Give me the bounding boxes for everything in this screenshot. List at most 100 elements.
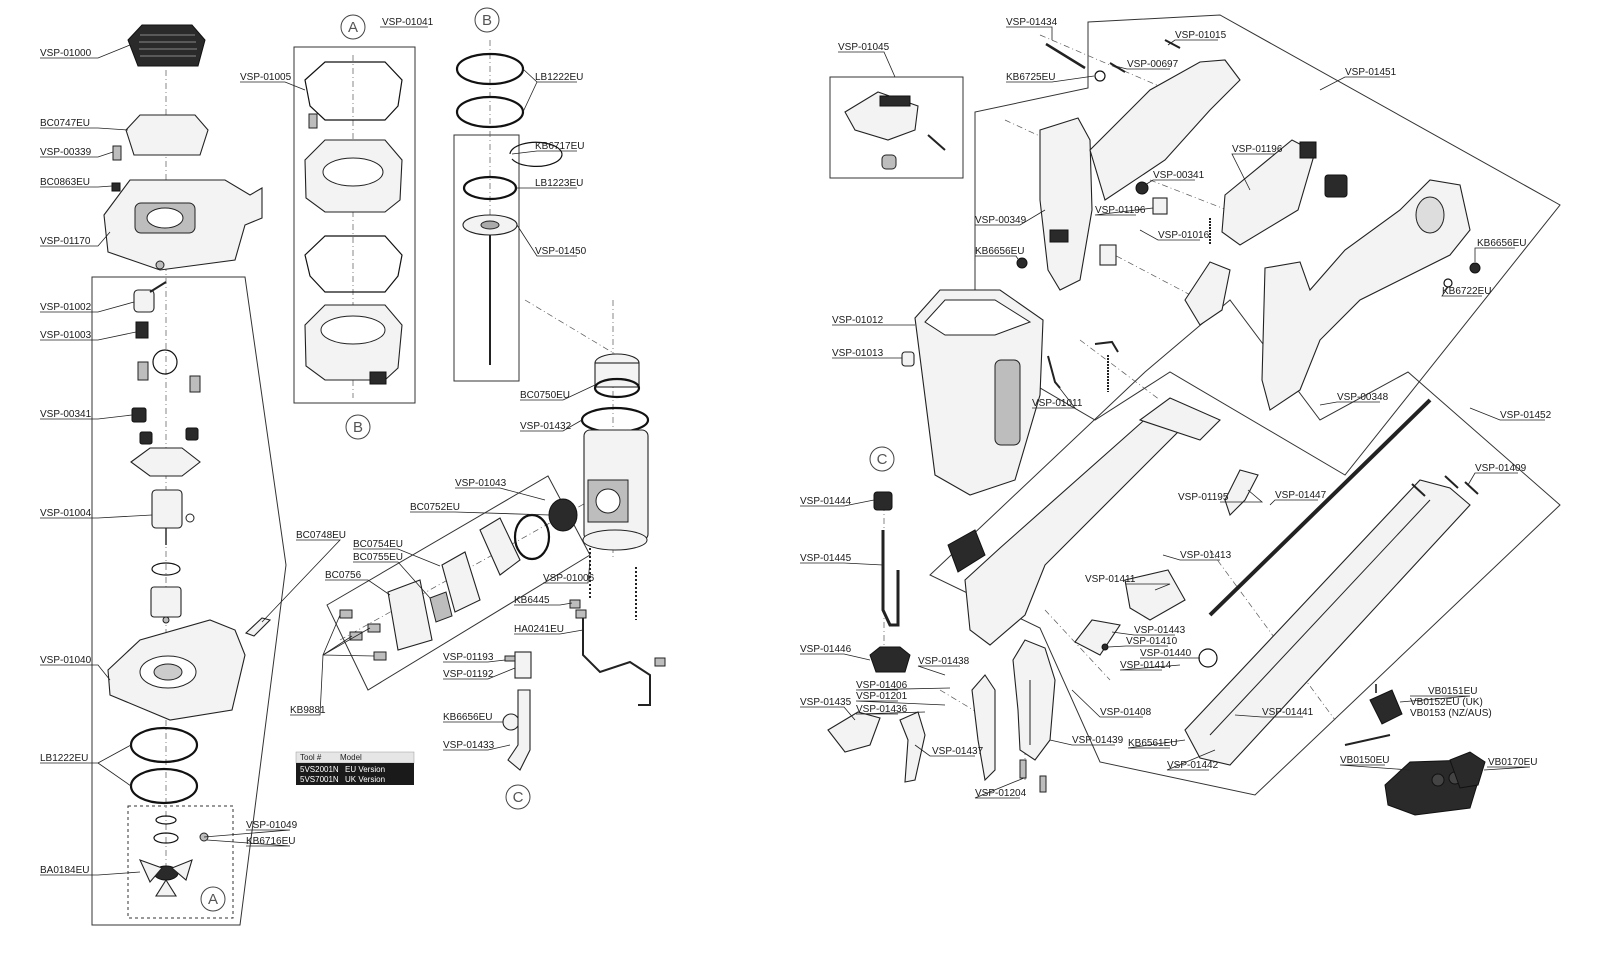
part-label: VB0152EU (UK) — [1410, 697, 1483, 708]
part-label: VSP-01004 — [40, 508, 92, 519]
part-label: VSP-01043 — [455, 478, 507, 489]
part-label: VSP-01410 — [1126, 636, 1178, 647]
part-label: VSP-01445 — [800, 553, 852, 564]
cable-part — [1344, 734, 1391, 746]
nut-part — [1016, 257, 1028, 269]
part-label: VSP-01012 — [832, 315, 884, 326]
latch-part — [844, 91, 946, 170]
part-label: VSP-01170 — [40, 236, 91, 247]
part-label: VSP-01000 — [40, 48, 92, 59]
part-label: VSP-01045 — [838, 42, 890, 53]
battery-part — [1221, 139, 1317, 246]
part-label: BC0756 — [325, 570, 362, 581]
depth-wheel-part — [869, 646, 911, 673]
part-label: VSP-01451 — [1345, 67, 1397, 78]
magazine-cup-part — [914, 289, 1044, 496]
part-label: VSP-00339 — [40, 147, 92, 158]
part-label: VSP-01452 — [1500, 410, 1552, 421]
part-label: VB0170EU — [1488, 757, 1537, 768]
part-label: KB6717EU — [535, 141, 584, 152]
part-label: VSP-01414 — [1120, 660, 1172, 671]
valve-plate-part — [479, 517, 521, 576]
part-label: VSP-01435 — [800, 697, 852, 708]
valve-assembly-parts — [339, 353, 666, 771]
cylinder-housing-part — [304, 139, 403, 213]
contact-arm-part — [971, 674, 996, 782]
housing-right-part — [1261, 179, 1471, 411]
o-ring-part — [513, 513, 551, 561]
part-label: VSP-01195 — [1178, 492, 1229, 503]
snap-ring-part — [509, 141, 563, 167]
connector-part — [1324, 174, 1348, 198]
part-label: VSP-01447 — [1275, 490, 1327, 501]
leader-lines — [40, 26, 1545, 876]
screw-set-part — [339, 609, 387, 661]
part-label: BC0754EU — [353, 539, 403, 550]
right-side-parts — [827, 39, 1486, 816]
callout-b-bottom: B — [353, 419, 363, 436]
part-label: VSP-01041 — [382, 17, 434, 28]
magazine-rail-part — [1184, 479, 1471, 766]
part-label: VSP-01002 — [40, 302, 92, 313]
screw-part — [112, 145, 122, 161]
part-label: VSP-01432 — [520, 421, 572, 432]
nut-part — [111, 182, 121, 192]
top-cap-part — [127, 24, 206, 67]
cylinder-base-part — [107, 619, 246, 721]
part-label: VSP-01442 — [1167, 760, 1219, 771]
part-label: VSP-01204 — [975, 788, 1027, 799]
pin-part — [504, 655, 516, 662]
nut-part — [131, 407, 147, 423]
part-label: BA0184EU — [40, 865, 89, 876]
part-label: BC0755EU — [353, 552, 403, 563]
part-label: VSP-01040 — [40, 655, 92, 666]
housing-left-part — [1039, 59, 1241, 291]
part-label: KB6716EU — [246, 836, 295, 847]
spring-part — [589, 548, 637, 620]
sleeve-part — [150, 586, 182, 618]
clip-part — [244, 617, 272, 637]
part-label: LB1222EU — [40, 753, 88, 764]
part-label: BC0747EU — [40, 118, 90, 129]
nut-part — [1469, 262, 1481, 274]
plate-part — [130, 447, 201, 477]
pin-part — [162, 616, 170, 624]
trigger-part — [1224, 469, 1259, 517]
part-label: VSP-01444 — [800, 496, 852, 507]
left-stack-parts — [103, 24, 272, 897]
cylinder-housing-part — [304, 304, 403, 385]
bolt-part — [1019, 759, 1027, 779]
table-cell-model: UK Version — [345, 775, 385, 784]
part-label: VSP-01437 — [932, 746, 984, 757]
lever-part — [507, 689, 531, 771]
sleeve-part — [1198, 648, 1218, 668]
part-label: VSP-01003 — [40, 330, 92, 341]
part-label: BC0752EU — [410, 502, 460, 513]
part-label: LB1222EU — [535, 72, 583, 83]
part-label: VSP-01015 — [1175, 30, 1227, 41]
part-label: VSP-01016 — [1158, 230, 1210, 241]
part-label: BC0750EU — [520, 390, 570, 401]
callout-a-top: A — [348, 19, 358, 36]
part-label: VSP-01013 — [832, 348, 884, 359]
pin-set-part — [1411, 475, 1479, 497]
part-label: VSP-01441 — [1262, 707, 1314, 718]
part-label: VSP-01409 — [1475, 463, 1527, 474]
model-table: Tool # Model 5VS2001N EU Version 5VS7001… — [295, 751, 415, 785]
gasket-part — [304, 61, 403, 121]
part-label: VSP-01450 — [535, 246, 587, 257]
nut-part — [502, 713, 520, 731]
o-ring-part — [129, 726, 199, 764]
group-b-parts — [455, 52, 563, 365]
part-label: KB6722EU — [1442, 286, 1491, 297]
bushing-part — [514, 651, 532, 679]
callout-a-bottom: A — [208, 891, 218, 908]
part-label: VSP-01049 — [246, 820, 298, 831]
part-label: KB6561EU — [1128, 738, 1177, 749]
depth-adjust-part — [947, 529, 986, 573]
part-label: VSP-00348 — [1337, 392, 1389, 403]
spacer-part — [429, 591, 453, 623]
circlip-part — [152, 349, 178, 375]
gasket-part — [125, 114, 209, 156]
